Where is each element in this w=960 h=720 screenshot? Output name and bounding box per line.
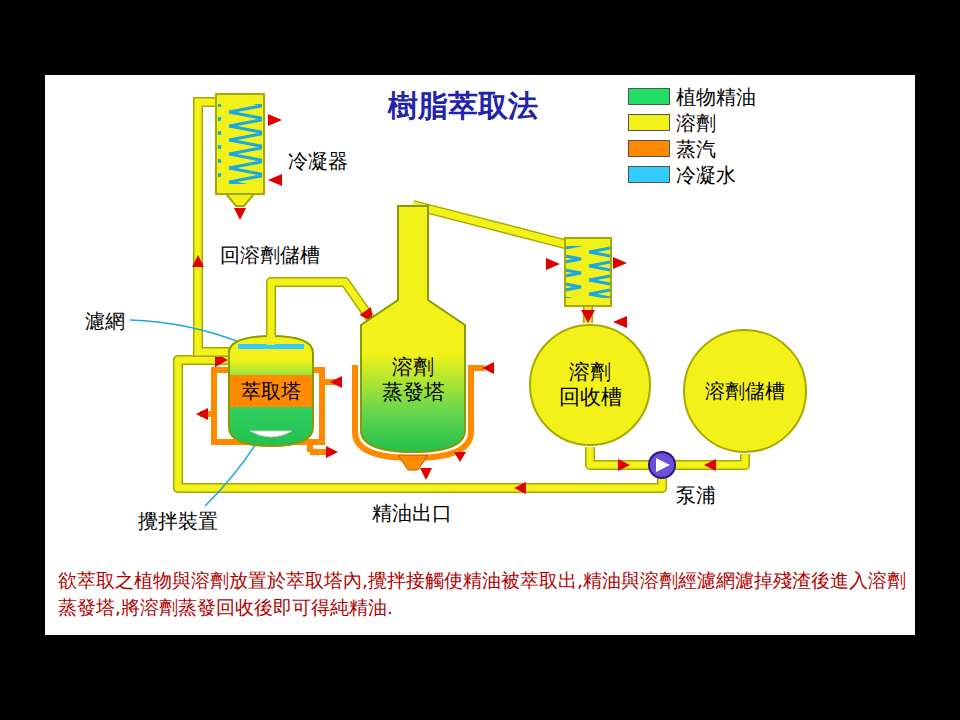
- legend-swatch: [628, 88, 670, 105]
- water-arrow: [268, 114, 282, 126]
- part-label: 回溶劑儲槽: [220, 242, 320, 269]
- condenser-body: [216, 94, 264, 194]
- steam-band: [230, 375, 312, 407]
- flow-arrow: [514, 482, 526, 494]
- pipe-outline: [271, 282, 373, 335]
- vessel-text-group: 溶劑儲槽: [705, 379, 785, 403]
- vessel-text-group: 萃取塔: [241, 379, 301, 403]
- steam-arrow: [482, 362, 494, 374]
- legend-swatch: [628, 140, 670, 157]
- tank-body: [684, 330, 806, 452]
- part-label: 精油出口: [372, 500, 452, 527]
- pipe-connector: [271, 282, 373, 335]
- condenser-body: [565, 238, 611, 306]
- vessel-body: [361, 206, 465, 452]
- flow-arrow: [234, 208, 246, 220]
- steam-arrow: [330, 376, 342, 388]
- flow-arrow: [546, 258, 560, 270]
- oil-outlet: [398, 455, 428, 470]
- vessel-text-area: 溶劑 蒸發塔: [360, 330, 466, 430]
- water-arrow: [268, 174, 282, 186]
- pipe: [413, 205, 588, 323]
- diagram-title: 樹脂萃取法: [388, 86, 538, 127]
- flow-arrow: [618, 459, 630, 471]
- water-arrow: [613, 316, 627, 328]
- steam-arrow: [454, 452, 466, 462]
- legend-text: 植物精油: [676, 84, 756, 111]
- vessel-text-area: 萃取塔: [228, 373, 314, 409]
- steam-arrow: [196, 408, 208, 420]
- flow-arrowhead: [581, 310, 595, 323]
- tank-body: [530, 325, 650, 445]
- vessel-text-area: 溶劑儲槽: [682, 328, 808, 454]
- legend-text: 溶劑: [676, 110, 716, 137]
- leader-line: [205, 444, 256, 506]
- steam-pipe: [310, 449, 328, 455]
- vessel-label: 萃取塔: [241, 379, 301, 403]
- pump-symbol: [656, 458, 670, 472]
- leader-line: [130, 320, 244, 344]
- process-vessel: 溶劑 蒸發塔: [360, 205, 466, 453]
- stirrer: [250, 431, 292, 437]
- legend-text: 冷凝水: [676, 162, 736, 189]
- vessel-body: [229, 336, 313, 446]
- flow-arrow: [704, 459, 716, 471]
- flow-arrow: [420, 468, 432, 480]
- process-vessel: 溶劑儲槽: [682, 328, 808, 454]
- part-label: 冷凝器: [288, 148, 348, 175]
- pump-symbol: [649, 452, 675, 478]
- condenser-coil: [218, 104, 262, 184]
- part-label: 泵浦: [676, 482, 716, 509]
- caption: 欲萃取之植物與溶劑放置於萃取塔內,攪拌接觸使精油被萃取出,精油與溶劑經濾網濾掉殘…: [58, 568, 908, 622]
- pipe: [271, 282, 373, 335]
- part-label: 濾網: [85, 308, 125, 335]
- process-vessel: 萃取塔: [228, 335, 314, 447]
- legend-text: 蒸汽: [676, 136, 716, 163]
- flow-arrow: [192, 255, 204, 267]
- pipe-outline: [413, 205, 588, 323]
- vessel-text-group: 溶劑 回收槽: [556, 360, 623, 410]
- legend-swatch: [628, 114, 670, 131]
- condenser-coil: [566, 246, 610, 298]
- vessel-label: 溶劑 蒸發塔: [379, 355, 446, 405]
- vessel-outline: [360, 205, 466, 453]
- condenser-outlet: [226, 194, 254, 206]
- steam-arrow: [326, 446, 338, 458]
- water-arrow: [613, 257, 627, 269]
- process-vessel: 溶劑 回收槽: [528, 323, 652, 447]
- vessel-label: 溶劑儲槽: [705, 379, 785, 403]
- filter-stem: [267, 335, 275, 345]
- vessel-text-group: 溶劑 蒸發塔: [379, 355, 446, 405]
- part-label: 攪拌裝置: [138, 508, 218, 535]
- vessel-label: 溶劑 回收槽: [556, 360, 623, 410]
- vessel-text-area: 溶劑 回收槽: [528, 323, 652, 447]
- legend-swatch: [628, 166, 670, 183]
